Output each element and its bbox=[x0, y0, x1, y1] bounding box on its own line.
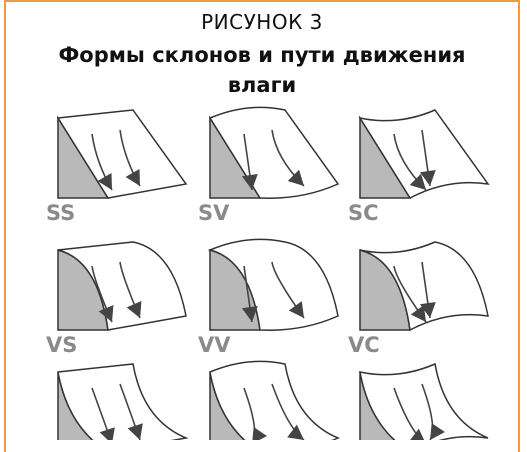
slope-code-label: SV bbox=[198, 201, 230, 225]
flow-arrow bbox=[243, 387, 256, 440]
top-surface bbox=[359, 362, 489, 440]
flow-arrowhead bbox=[288, 301, 304, 318]
slope-code-label: VC bbox=[348, 333, 380, 357]
slope-panel-row3-1 bbox=[57, 363, 189, 440]
flow-arrowhead bbox=[125, 169, 140, 186]
top-surface bbox=[359, 241, 489, 332]
flow-arrowhead bbox=[287, 424, 304, 440]
slope-panel-ss: SS bbox=[46, 109, 188, 225]
slope-code-label: VS bbox=[46, 333, 77, 357]
flow-arrowhead bbox=[241, 174, 258, 190]
flow-arrowhead bbox=[410, 428, 425, 440]
flow-arrow bbox=[91, 387, 112, 440]
top-surface bbox=[57, 241, 187, 331]
top-surface bbox=[207, 238, 339, 331]
slope-panel-row3-2 bbox=[209, 360, 340, 440]
slope-code-label: SS bbox=[46, 201, 75, 225]
flow-arrowhead bbox=[99, 427, 115, 440]
figure-label: РИСУНОК 3 bbox=[201, 10, 323, 34]
top-surface bbox=[208, 106, 340, 199]
slope-code-label: VV bbox=[198, 333, 231, 357]
top-surface bbox=[56, 109, 188, 199]
flow-arrowhead bbox=[419, 170, 436, 186]
slope-panel-row3-3 bbox=[359, 362, 489, 440]
flow-arrowhead bbox=[410, 305, 426, 322]
figure-title: Формы склонов и пути движения влаги bbox=[58, 43, 466, 97]
slope-code-label: SC bbox=[348, 201, 379, 225]
flow-arrowhead bbox=[97, 173, 112, 190]
flow-arrowhead bbox=[126, 301, 142, 318]
slope-panel-vs: VS bbox=[46, 241, 187, 357]
top-surface bbox=[358, 109, 490, 199]
flow-arrowhead bbox=[241, 306, 258, 322]
slope-panel-sc: SC bbox=[348, 109, 490, 225]
flow-arrowhead bbox=[252, 427, 267, 440]
flow-arrowhead bbox=[430, 423, 445, 440]
top-surface bbox=[57, 363, 189, 440]
top-surface bbox=[209, 360, 340, 440]
flow-arrowhead bbox=[419, 302, 436, 318]
flow-arrowhead bbox=[287, 169, 304, 186]
flow-arrowhead bbox=[409, 173, 426, 190]
flow-arrowhead bbox=[127, 423, 143, 440]
slope-panel-vc: VC bbox=[348, 241, 489, 357]
slope-panel-sv: SV bbox=[198, 106, 340, 225]
flow-arrowhead bbox=[98, 305, 114, 322]
slope-panel-vv: VV bbox=[198, 238, 339, 357]
flow-arrow bbox=[393, 387, 423, 440]
